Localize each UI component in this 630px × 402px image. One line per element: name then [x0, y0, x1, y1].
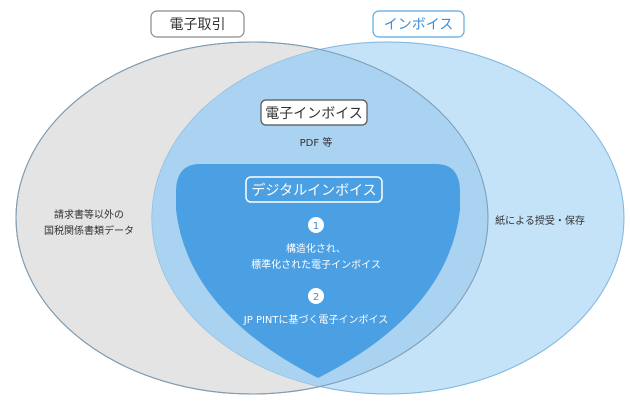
- item-2-number-badge: [308, 288, 324, 304]
- digital-invoice-region: [176, 164, 460, 378]
- left-set-desc-line1: 請求書等以外の: [54, 208, 124, 221]
- left-set-title-box: [150, 10, 245, 38]
- right-set-title: インボイス: [384, 17, 454, 33]
- intersection-title: 電子インボイス: [265, 106, 363, 122]
- digital-title: デジタルインボイス: [251, 182, 376, 199]
- digital-title-box: [245, 176, 383, 203]
- right-set-title-box: [372, 10, 465, 38]
- item-2-line1: JP PINTに基づく電子インボイス: [243, 313, 388, 326]
- item-1-line2: 標準化された電子インボイス: [251, 258, 381, 271]
- left-set-outline: [15, 41, 489, 395]
- item-1-line1: 構造化され、: [286, 242, 346, 255]
- intersection-title-box: [260, 99, 368, 126]
- item-1-number-badge: [308, 217, 324, 233]
- intersection-subtitle: PDF 等: [300, 136, 333, 149]
- right-set-desc: 紙による授受・保存: [495, 214, 585, 227]
- item-1-number: 1: [313, 221, 319, 232]
- item-2-number: 2: [313, 292, 319, 303]
- left-set-title: 電子取引: [170, 17, 226, 33]
- left-set-desc-line2: 国税関係書類データ: [44, 224, 134, 237]
